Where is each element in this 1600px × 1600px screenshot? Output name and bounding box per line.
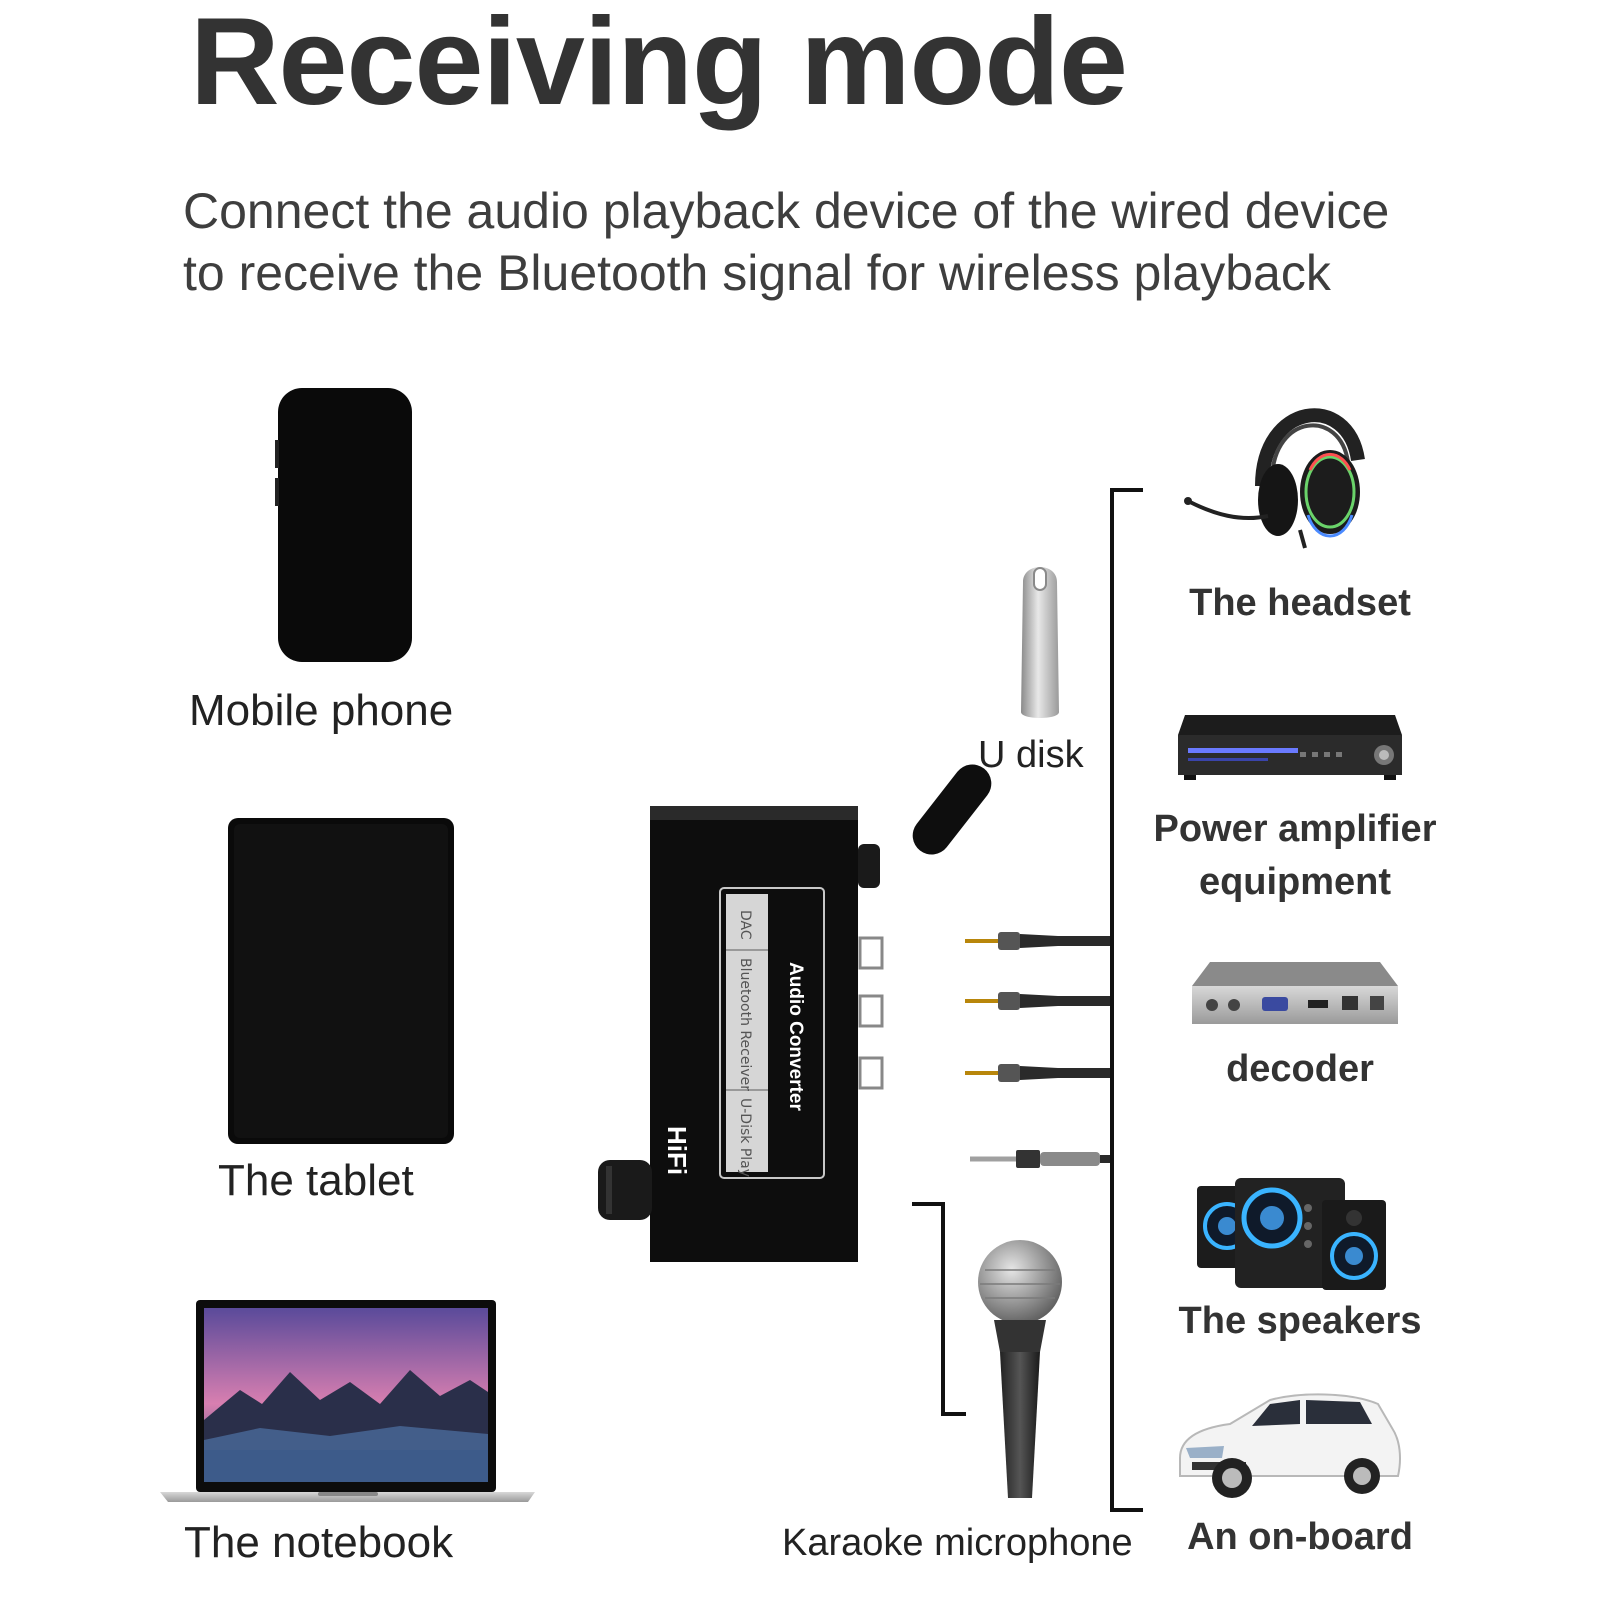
label-headset: The headset	[1189, 582, 1411, 624]
device-brand: HiFi	[662, 1126, 692, 1175]
mobile-phone-icon	[275, 388, 412, 662]
rca-cable-1	[965, 932, 1110, 950]
mode-bluetooth-receiver: Bluetooth Receiver	[737, 958, 753, 1091]
power-amplifier-icon	[1178, 715, 1402, 780]
subtitle-line-1: Connect the audio playback device of the…	[183, 183, 1390, 239]
label-u-disk: U disk	[978, 734, 1084, 776]
label-power-amplifier-line-1: Power amplifier	[1153, 808, 1437, 850]
label-decoder: decoder	[1226, 1048, 1374, 1090]
tablet-icon	[228, 818, 454, 1144]
microphone-icon	[978, 1240, 1062, 1498]
label-karaoke-microphone: Karaoke microphone	[782, 1522, 1133, 1564]
panel-title: Audio Converter	[785, 962, 806, 1111]
label-notebook: The notebook	[184, 1518, 454, 1567]
speakers-icon	[1197, 1178, 1386, 1290]
u-disk-icon	[1021, 567, 1059, 718]
car-icon	[1179, 1393, 1401, 1498]
decoder-icon	[1192, 962, 1398, 1024]
rca-cable-2	[965, 992, 1110, 1010]
label-power-amplifier: Power amplifier equipment	[1130, 808, 1460, 904]
label-mobile-phone: Mobile phone	[189, 686, 454, 735]
label-power-amplifier-line-2: equipment	[1198, 861, 1392, 903]
label-speakers: The speakers	[1178, 1300, 1422, 1342]
mode-dac: DAC	[737, 910, 753, 940]
rca-cable-3	[965, 1064, 1110, 1082]
headset-icon	[1184, 408, 1365, 549]
label-on-board: An on-board	[1187, 1516, 1413, 1558]
notebook-icon	[160, 1300, 535, 1502]
microphone-bracket	[912, 1202, 966, 1416]
mode-u-disk-play: U-Disk Play	[737, 1098, 753, 1177]
label-tablet: The tablet	[218, 1156, 414, 1205]
rca-sockets	[858, 936, 884, 1090]
page-subtitle: Connect the audio playback device of the…	[183, 180, 1563, 304]
aux-cable	[970, 1150, 1110, 1168]
subtitle-line-2: to receive the Bluetooth signal for wire…	[183, 245, 1331, 301]
audio-converter-device: DAC Bluetooth Receiver U-Disk Play Audio…	[598, 764, 992, 1262]
output-bracket	[1110, 488, 1143, 1512]
page-title: Receiving mode	[190, 0, 1128, 131]
